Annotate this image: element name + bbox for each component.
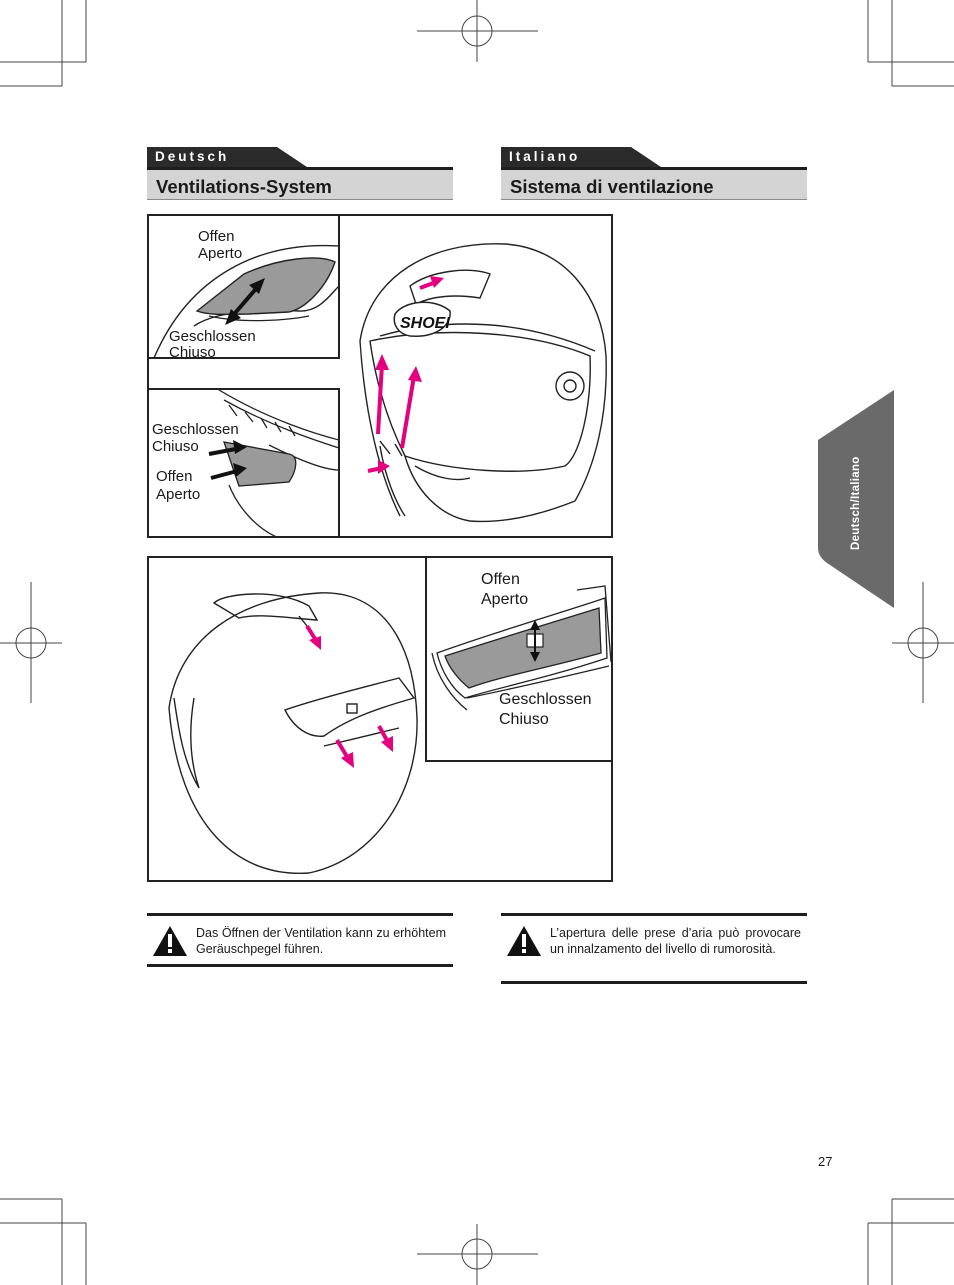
side-tab-shape [818, 390, 894, 608]
warning-text: L’apertura delle prese d’aria può provoc… [550, 926, 801, 956]
shoei-logo: SHOEI [393, 301, 451, 337]
label-closed-it: Chiuso [169, 344, 216, 359]
label-closed-de: Geschlossen [499, 691, 592, 708]
warning-icon [507, 926, 541, 956]
inset-chin-vent: Geschlossen Chiuso Offen Aperto [147, 388, 340, 538]
side-tab-label: Deutsch/Italiano [850, 456, 862, 550]
shoei-logo-text: SHOEI [400, 315, 450, 332]
warning-box-italiano: L’apertura delle prese d’aria può provoc… [501, 913, 807, 984]
label-open-it: Aperto [481, 591, 529, 608]
section-title-box: Ventilations-System [147, 167, 453, 200]
label-closed-it: Chiuso [152, 438, 199, 455]
warning-box-deutsch: Das Öffnen der Ventilation kann zu erhöh… [147, 913, 453, 967]
label-open-it: Aperto [156, 486, 201, 503]
lang-tab-shape [147, 147, 307, 167]
lang-label: Deutsch [155, 149, 230, 164]
label-closed-de: Geschlossen [152, 421, 239, 438]
inset-rear-vent: Offen Aperto Geschlossen Chiuso [425, 556, 613, 762]
helmet-rear-illustration [168, 592, 418, 875]
section-title: Sistema di ventilazione [510, 176, 714, 197]
side-language-tab: Deutsch/Italiano [818, 390, 894, 608]
lang-tab-italiano: Italiano [501, 147, 671, 167]
section-title-box: Sistema di ventilazione [501, 167, 807, 200]
label-closed-de: Geschlossen [169, 328, 256, 345]
section-title: Ventilations-System [156, 176, 332, 197]
inset-top-vent: Offen Aperto Geschlossen Chiuso [147, 214, 340, 359]
label-open-de: Offen [481, 571, 520, 588]
rear-vent-illustration [431, 585, 611, 711]
top-vent-illustration [153, 244, 338, 357]
label-open-it: Aperto [198, 245, 243, 262]
warning-icon [153, 926, 187, 956]
lang-tab-shape [501, 147, 661, 167]
label-open-de: Offen [156, 468, 193, 485]
lang-tab-deutsch: Deutsch [147, 147, 317, 167]
warning-text: Das Öffnen der Ventilation kann zu erhöh… [196, 926, 446, 956]
label-open-de: Offen [198, 228, 235, 245]
lang-label: Italiano [509, 149, 581, 164]
chin-vent-illustration [208, 390, 338, 536]
label-closed-it: Chiuso [499, 711, 549, 728]
helmet-front-illustration: SHOEI [359, 243, 607, 523]
page-number: 27 [818, 1154, 833, 1169]
